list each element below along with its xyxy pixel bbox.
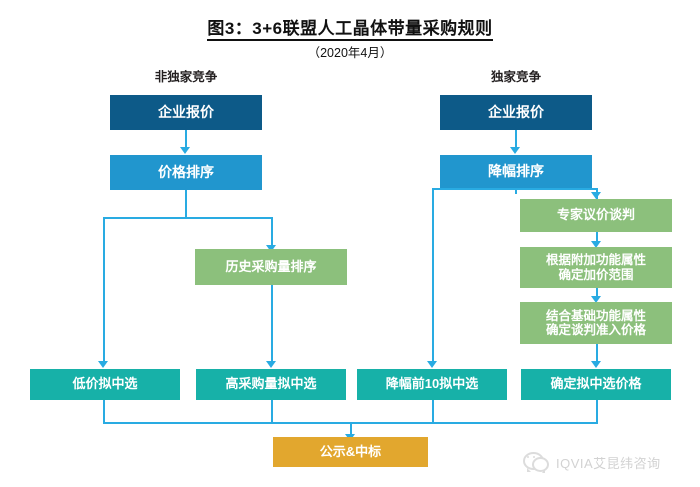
column-header-non-exclusive: 非独家竞争 [154,70,218,84]
node-history-volume-rank[interactable]: 历史采购量排序 [195,249,347,285]
arrowhead-base-entry-price [591,296,601,303]
connector-right-quote-to-rank [515,130,517,148]
connector-right-rank-stem [515,190,517,194]
node-right-drop-rank[interactable]: 降幅排序 [440,155,592,188]
column-header-exclusive: 独家竞争 [490,70,541,84]
connector-left-rank-stem [185,190,187,217]
arrowhead-low-price-candidate [98,361,108,368]
node-high-volume-candidate[interactable]: 高采购量拟中选 [196,369,346,400]
connector-history-to-high-volume [271,285,273,362]
wechat-icon [523,452,549,473]
connector-right-leg-top10 [432,188,434,362]
connector-drop-confirm-price [596,400,598,422]
connector-base-to-confirm [596,344,598,362]
arrowhead-history-volume-rank [266,245,276,252]
node-low-price-candidate[interactable]: 低价拟中选 [30,369,180,400]
connector-bus-to-final [350,422,352,437]
connector-expert-to-addon [596,232,598,244]
arrowhead-left-quote-to-rank [180,147,190,154]
footer-brand: IQVIA艾昆纬咨询 [523,452,661,473]
chart-subtitle: （2020年4月） [307,46,393,60]
arrowhead-right-quote-to-rank [510,147,520,154]
node-top10-candidate[interactable]: 降幅前10拟中选 [357,369,507,400]
connector-drop-low-price [103,400,105,422]
chart-title: 图3：3+6联盟人工晶体带量采购规则 [0,14,700,41]
node-expert-negotiation[interactable]: 专家议价谈判 [520,199,672,232]
connector-right-split-bus [432,188,598,190]
node-base-entry-price[interactable]: 结合基础功能属性 确定谈判准入价格 [520,302,672,344]
arrowhead-high-volume-candidate [266,361,276,368]
node-left-price-rank[interactable]: 价格排序 [110,155,262,190]
connector-drop-high-volume [271,400,273,422]
arrowhead-top10-candidate [427,361,437,368]
arrowhead-confirm-price [591,361,601,368]
node-confirm-price[interactable]: 确定拟中选价格 [521,369,671,400]
arrowhead-addon-price-range [591,241,601,248]
connector-left-leg-low-price [103,217,105,362]
node-left-enterprise-quote[interactable]: 企业报价 [110,95,262,130]
connector-drop-top10 [432,400,434,422]
connector-left-split-bus [103,217,273,219]
connector-addon-to-base [596,288,598,298]
node-addon-price-range[interactable]: 根据附加功能属性 确定加价范围 [520,247,672,288]
arrowhead-expert-negotiation [591,192,601,199]
footer-brand-label: IQVIA艾昆纬咨询 [556,455,661,471]
node-right-enterprise-quote[interactable]: 企业报价 [440,95,592,130]
node-final-publish-win[interactable]: 公示&中标 [273,437,428,467]
connector-left-leg-history [271,217,273,246]
connector-left-quote-to-rank [185,130,187,148]
chart-title-text: 图3：3+6联盟人工晶体带量采购规则 [207,19,493,41]
